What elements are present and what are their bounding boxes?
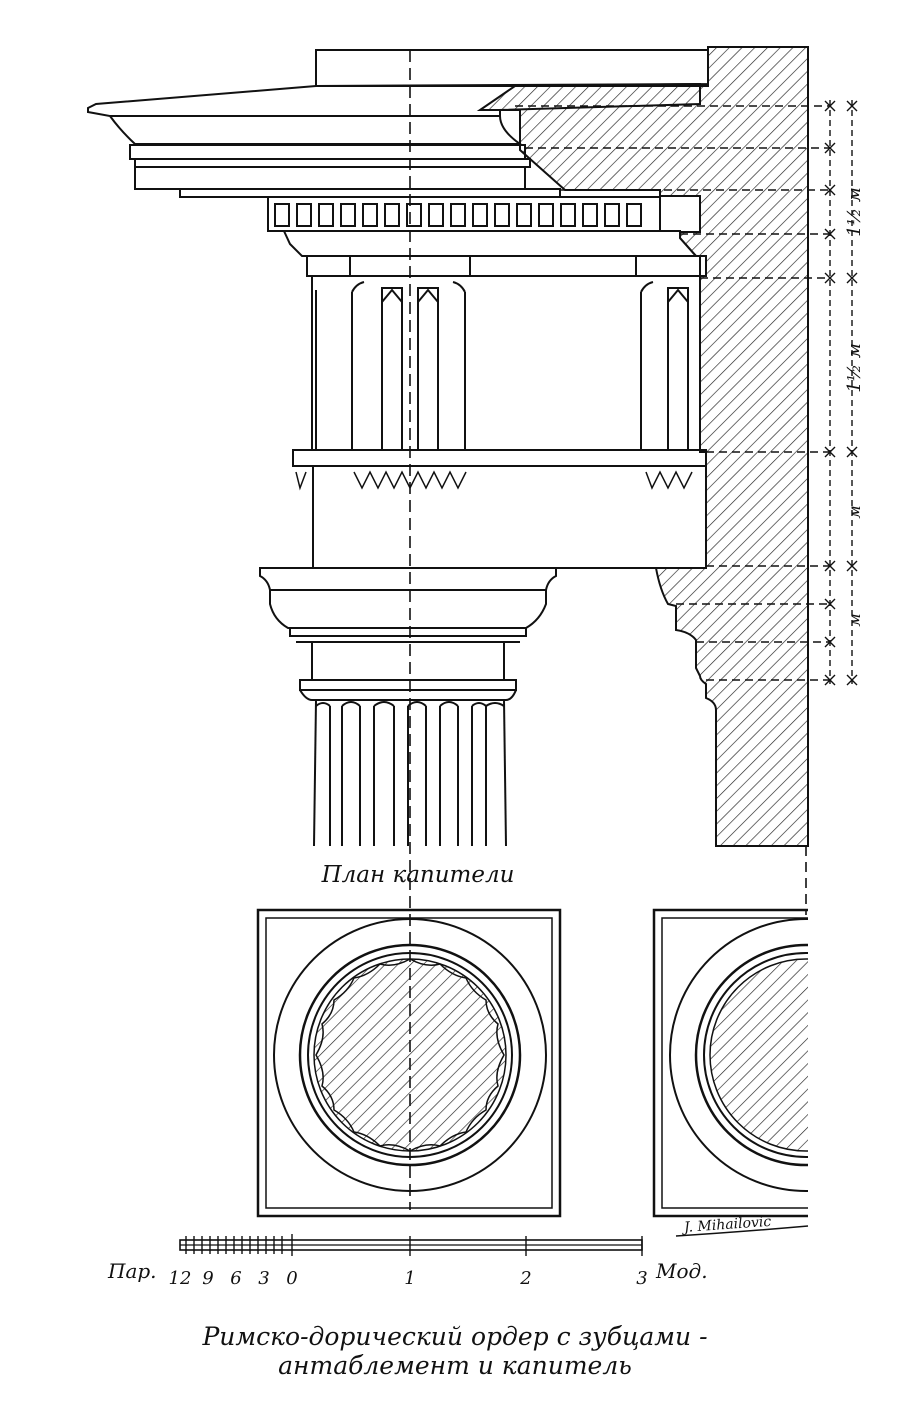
caption-line-2: антаблемент и капитель [278,1351,632,1380]
plan-label: План капители [321,862,515,888]
annulets [289,627,527,637]
scale-tick-9: 9 [202,1268,213,1289]
scale-bar [179,1234,643,1256]
projection-lines [515,105,830,681]
scale-tick-m3: 3 [636,1268,647,1289]
corona [129,144,526,160]
dentils [274,203,642,227]
abacus [259,567,557,591]
bed-moulding [282,230,699,257]
corona-soffit [134,166,526,190]
figure-caption: Римско-дорический ордер с зубцами - анта… [0,1322,910,1380]
corona-fillet [134,158,531,168]
triglyph-right [640,281,689,451]
capital-plan-main [256,908,562,1218]
guttae [295,470,693,491]
caption-line-1: Римско-дорический ордер с зубцами - [202,1322,708,1351]
scale-tick-3: 3 [258,1268,269,1289]
dimension-ticks [824,100,858,686]
dimension-lines [829,100,853,684]
triglyph-left [351,281,466,451]
dimension-label-2: 1½ м [844,343,865,393]
signature-underline [675,1225,809,1237]
cymatium [87,82,701,145]
cornice-top-block [315,49,709,87]
dimension-label-3: м [845,505,864,518]
cornice-bed [179,188,561,198]
scale-left-label: Пар. [107,1259,157,1283]
taenia [292,449,707,467]
echinus [269,589,547,629]
scale-tick-m1: 1 [404,1268,415,1289]
dimension-label-1: 1½ м [844,187,865,237]
scale-right-label: Мод. [655,1259,708,1283]
necking [311,641,505,681]
scale-tick-12: 12 [169,1268,192,1289]
column-shaft [313,699,507,847]
architrave [312,465,707,569]
dimension-label-4: м [845,613,864,626]
scale-tick-m2: 2 [519,1268,531,1289]
frieze-capital-band [306,255,701,277]
scale-tick-0: 0 [286,1268,297,1289]
signature: J. Mihailovic [681,1214,772,1236]
astragal [299,679,517,691]
scale-tick-6: 6 [230,1268,241,1289]
capital-plan-partial [652,908,808,1218]
